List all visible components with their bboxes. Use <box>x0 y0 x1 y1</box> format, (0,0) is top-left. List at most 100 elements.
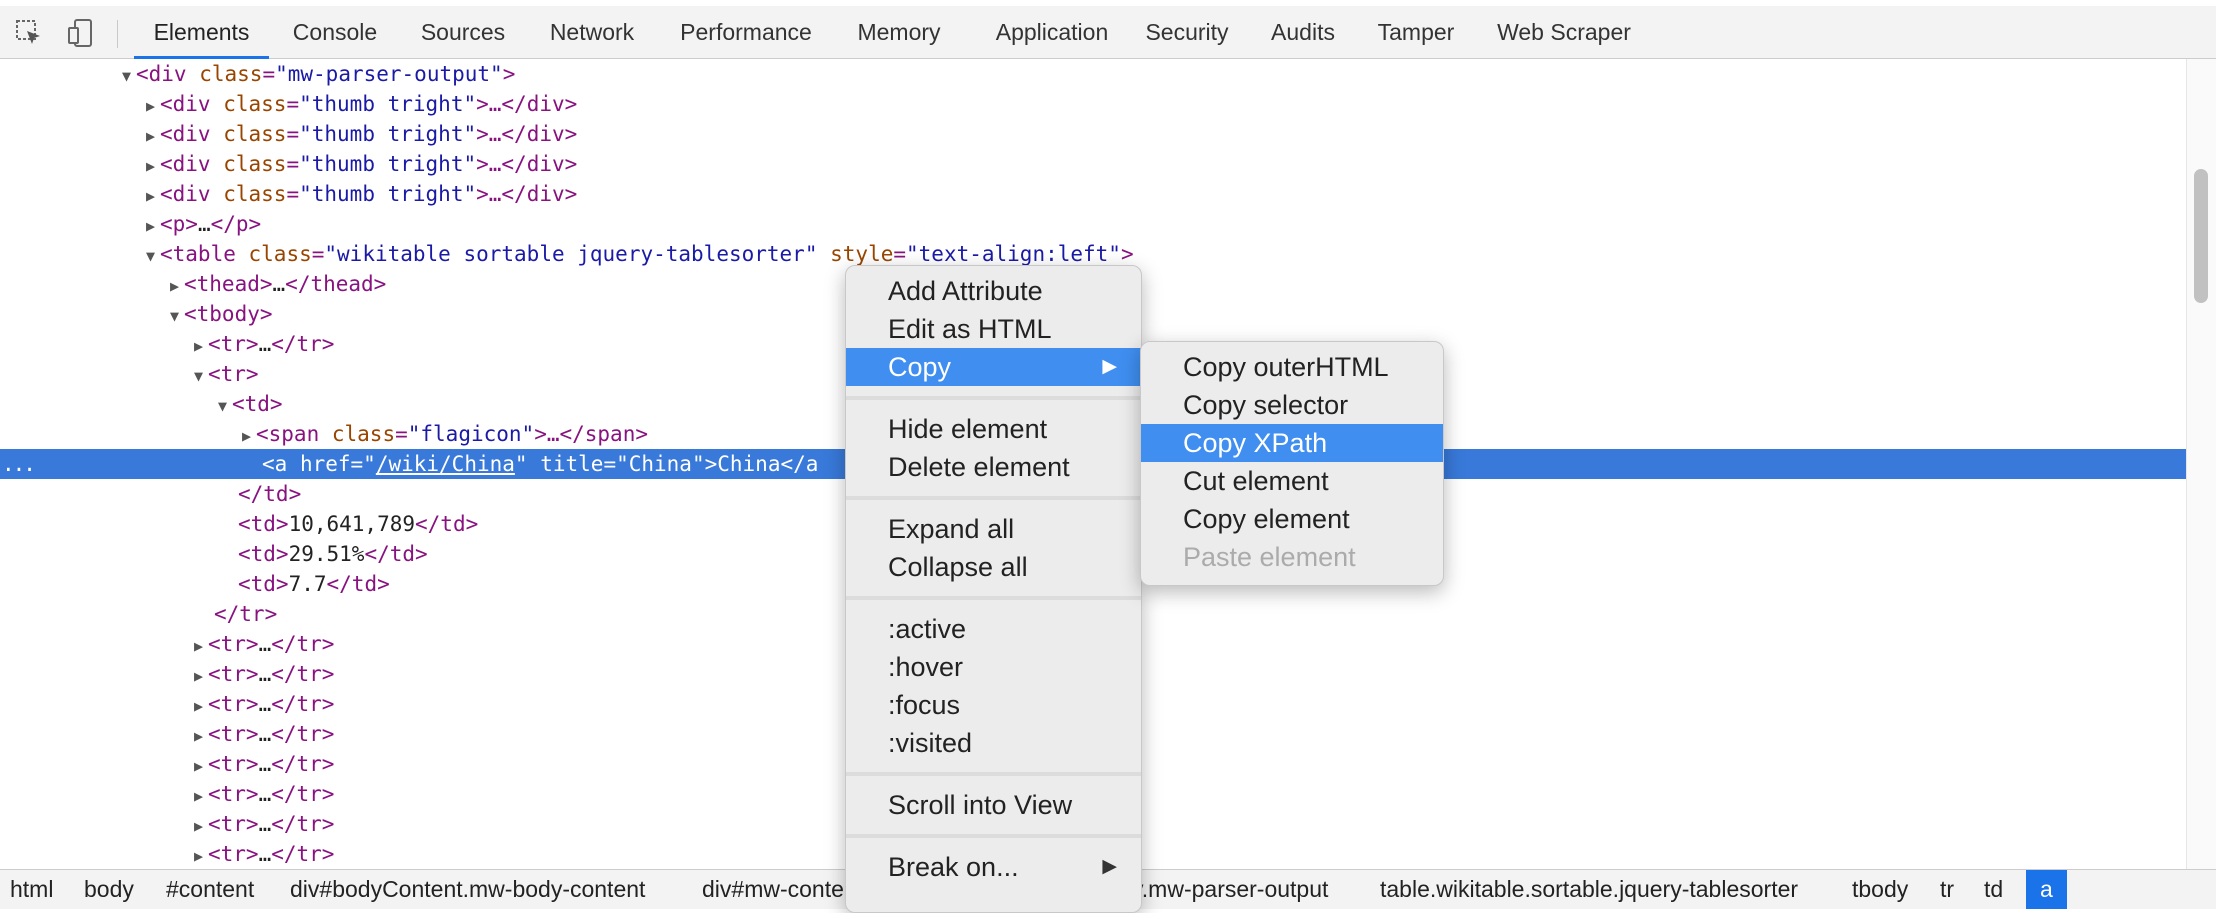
breadcrumb-item-table[interactable]: table.wikitable.sortable.jquery-tablesor… <box>1380 876 1799 902</box>
dom-node-div-thumb[interactable]: ▶<div class="thumb tright">…</div> <box>0 179 2186 209</box>
dom-node-tr[interactable]: ▶<tr>…</tr> <box>0 719 2186 749</box>
breadcrumb-item-bodycontent[interactable]: div#bodyContent.mw-body-content <box>290 876 646 902</box>
dom-node-tr[interactable]: ▶<tr>…</tr> <box>0 689 2186 719</box>
menu-item-break-on[interactable]: Break on...▶ <box>846 848 1141 886</box>
tab-memory[interactable]: Memory <box>857 19 941 45</box>
menu-item-hover[interactable]: :hover <box>888 652 964 682</box>
menu-item-visited[interactable]: :visited <box>888 728 973 758</box>
submenu-item-paste-element: Paste element <box>1183 542 1356 572</box>
dom-node-p[interactable]: ▶<p>…</p> <box>0 209 2186 239</box>
collapsed-triangle-icon[interactable]: ▶ <box>146 127 156 145</box>
context-menu: Add Attribute Edit as HTML Copy▶ Hide el… <box>845 265 1142 913</box>
collapsed-triangle-icon[interactable]: ▶ <box>194 637 204 655</box>
collapsed-triangle-icon[interactable]: ▶ <box>146 217 156 235</box>
breadcrumb-item-td[interactable]: td <box>1984 876 2004 902</box>
tab-tamper[interactable]: Tamper <box>1377 19 1455 45</box>
breadcrumb-item-tr[interactable]: tr <box>1940 876 1955 902</box>
dom-node-tr[interactable]: ▶<tr>…</tr> <box>0 329 2186 359</box>
copy-submenu: Copy outerHTML Copy selector Copy XPath … <box>1140 341 1444 586</box>
collapsed-triangle-icon[interactable]: ▶ <box>170 277 180 295</box>
inspect-element-icon[interactable] <box>14 18 44 48</box>
dom-node-table[interactable]: ▼<table class="wikitable sortable jquery… <box>0 239 2186 269</box>
breadcrumb-item-mw-content[interactable]: div#mw-conte <box>702 876 844 902</box>
tab-audits[interactable]: Audits <box>1271 19 1335 45</box>
scrollbar-thumb[interactable] <box>2194 169 2208 303</box>
breadcrumb-item-tbody[interactable]: tbody <box>1852 876 1909 902</box>
submenu-item-copy-selector[interactable]: Copy selector <box>1183 390 1349 420</box>
breadcrumb-item-parser-output[interactable]: v.mw-parser-output <box>1132 876 1329 902</box>
dom-node-td[interactable]: <td>10,641,789</td> <box>238 512 479 536</box>
dom-tree-panel: ▼<div class="mw-parser-output"> ▶<div cl… <box>0 59 2186 869</box>
dom-node-div-thumb[interactable]: ▶<div class="thumb tright">…</div> <box>0 119 2186 149</box>
menu-item-edit-as-html[interactable]: Edit as HTML <box>888 314 1052 344</box>
tab-sources[interactable]: Sources <box>420 19 506 45</box>
collapsed-triangle-icon[interactable]: ▶ <box>146 187 156 205</box>
submenu-item-copy-xpath[interactable]: Copy XPath <box>1141 424 1443 462</box>
vertical-scrollbar[interactable] <box>2186 59 2216 869</box>
dom-node-tbody[interactable]: ▼<tbody> <box>0 299 2186 329</box>
menu-item-delete-element[interactable]: Delete element <box>888 452 1070 482</box>
tab-web-scraper[interactable]: Web Scraper <box>1497 19 1631 45</box>
dom-node-tr[interactable]: ▶<tr>…</tr> <box>0 779 2186 809</box>
dom-node-tr[interactable]: ▶<tr>…</tr> <box>0 809 2186 839</box>
submenu-arrow-icon: ▶ <box>1102 356 1117 377</box>
tab-security[interactable]: Security <box>1145 19 1229 45</box>
dom-node-tr[interactable]: ▶<tr>…</tr> <box>0 749 2186 779</box>
dom-node-td[interactable]: <td>29.51%</td> <box>238 542 428 566</box>
expanded-triangle-icon[interactable]: ▼ <box>194 367 204 385</box>
breadcrumb-item-a[interactable]: a <box>2026 870 2067 909</box>
expanded-triangle-icon[interactable]: ▼ <box>146 247 156 265</box>
device-toolbar-icon[interactable] <box>66 18 96 48</box>
tab-network[interactable]: Network <box>549 19 635 45</box>
collapsed-triangle-icon[interactable]: ▶ <box>242 427 252 445</box>
href-link[interactable]: /wiki/China <box>375 452 515 476</box>
dom-node-td[interactable]: <td>7.7</td> <box>238 572 390 596</box>
dom-node-td-expanded[interactable]: ▼<td> <box>0 389 2186 419</box>
collapsed-triangle-icon[interactable]: ▶ <box>194 337 204 355</box>
collapsed-triangle-icon[interactable]: ▶ <box>194 817 204 835</box>
expanded-triangle-icon[interactable]: ▼ <box>218 397 228 415</box>
menu-item-collapse-all[interactable]: Collapse all <box>888 552 1028 582</box>
tab-console[interactable]: Console <box>292 19 378 45</box>
collapsed-triangle-icon[interactable]: ▶ <box>194 727 204 745</box>
menu-item-add-attribute[interactable]: Add Attribute <box>888 276 1043 306</box>
expanded-triangle-icon[interactable]: ▼ <box>122 67 132 85</box>
dom-node-tr[interactable]: ▶<tr>…</tr> <box>0 839 2186 869</box>
expanded-triangle-icon[interactable]: ▼ <box>170 307 180 325</box>
toolbar-separator <box>117 20 118 48</box>
tab-elements[interactable]: Elements <box>153 19 250 45</box>
collapsed-triangle-icon[interactable]: ▶ <box>194 667 204 685</box>
more-options-icon[interactable]: ... <box>2 452 36 476</box>
submenu-item-copy-outerhtml[interactable]: Copy outerHTML <box>1183 352 1389 382</box>
menu-item-expand-all[interactable]: Expand all <box>888 514 1015 544</box>
collapsed-triangle-icon[interactable]: ▶ <box>146 97 156 115</box>
menu-item-focus[interactable]: :focus <box>888 690 961 720</box>
collapsed-triangle-icon[interactable]: ▶ <box>146 157 156 175</box>
tab-performance[interactable]: Performance <box>680 19 812 45</box>
collapsed-triangle-icon[interactable]: ▶ <box>194 697 204 715</box>
dom-node-div-thumb[interactable]: ▶<div class="thumb tright">…</div> <box>0 89 2186 119</box>
menu-item-copy[interactable]: Copy▶ <box>846 348 1141 386</box>
dom-node-tr[interactable]: ▶<tr>…</tr> <box>0 629 2186 659</box>
dom-node-td-close[interactable]: </td> <box>238 482 302 506</box>
dom-node-thead[interactable]: ▶<thead>…</thead> <box>0 269 2186 299</box>
collapsed-triangle-icon[interactable]: ▶ <box>194 847 204 865</box>
dom-node-span-flagicon[interactable]: ▶<span class="flagicon">…</span> <box>0 419 2186 449</box>
dom-node-tr-expanded[interactable]: ▼<tr> <box>0 359 2186 389</box>
collapsed-triangle-icon[interactable]: ▶ <box>194 787 204 805</box>
breadcrumb-item-content[interactable]: #content <box>166 876 255 902</box>
tab-application[interactable]: Application <box>995 19 1109 45</box>
menu-item-scroll-into-view[interactable]: Scroll into View <box>888 790 1073 820</box>
breadcrumb-item-html[interactable]: html <box>10 876 54 902</box>
breadcrumb-item-body[interactable]: body <box>84 876 134 902</box>
dom-node-div-thumb[interactable]: ▶<div class="thumb tright">…</div> <box>0 149 2186 179</box>
submenu-item-cut-element[interactable]: Cut element <box>1183 466 1329 496</box>
collapsed-triangle-icon[interactable]: ▶ <box>194 757 204 775</box>
dom-node-div-parser-output[interactable]: ▼<div class="mw-parser-output"> <box>0 59 2186 89</box>
menu-item-active[interactable]: :active <box>888 614 967 644</box>
dom-node-tr-close[interactable]: </tr> <box>214 602 278 626</box>
submenu-item-copy-element[interactable]: Copy element <box>1183 504 1350 534</box>
menu-item-hide-element[interactable]: Hide element <box>888 414 1048 444</box>
dom-node-tr[interactable]: ▶<tr>…</tr> <box>0 659 2186 689</box>
menu-separator <box>846 596 1141 600</box>
